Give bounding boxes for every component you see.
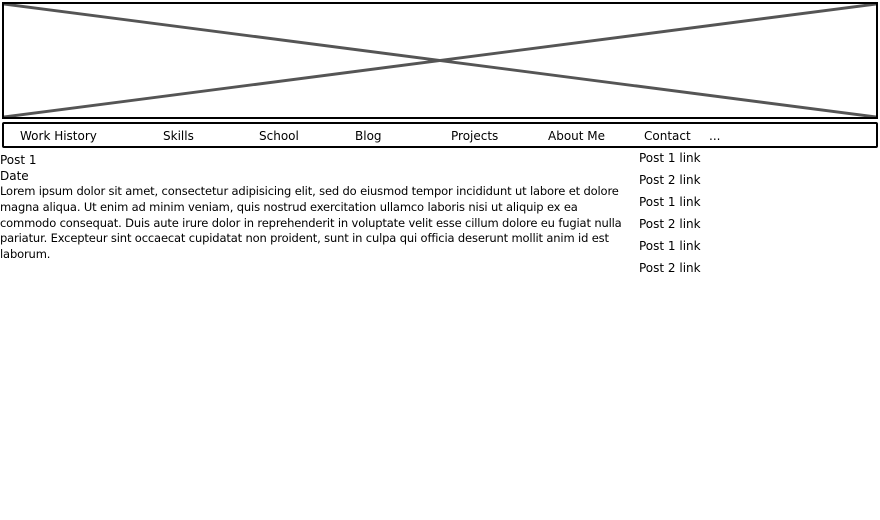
nav-item-about-me[interactable]: About Me: [548, 129, 606, 143]
post-body: Lorem ipsum dolor sit amet, consectetur …: [0, 184, 622, 262]
nav-item-contact[interactable]: Contact: [644, 129, 691, 143]
sidebar-link-post-2[interactable]: Post 2 link: [639, 217, 701, 231]
blog-post: Post 1 Date Lorem ipsum dolor sit amet, …: [0, 152, 636, 263]
post-date: Date: [0, 169, 29, 183]
nav-item-more[interactable]: ...: [709, 129, 721, 143]
main-navigation: Work History Skills School Blog Projects…: [2, 122, 878, 148]
nav-item-skills[interactable]: Skills: [163, 129, 194, 143]
nav-item-school[interactable]: School: [259, 129, 299, 143]
post-title: Post 1: [0, 153, 37, 167]
nav-item-projects[interactable]: Projects: [451, 129, 499, 143]
sidebar-link-post-1[interactable]: Post 1 link: [639, 195, 701, 209]
sidebar-link-post-2[interactable]: Post 2 link: [639, 261, 701, 275]
sidebar-link-post-1[interactable]: Post 1 link: [639, 239, 701, 253]
post-links-sidebar: Post 1 link Post 2 link Post 1 link Post…: [639, 150, 759, 282]
sidebar-link-post-1[interactable]: Post 1 link: [639, 151, 701, 165]
image-placeholder-icon: [4, 4, 876, 117]
nav-item-blog[interactable]: Blog: [355, 129, 382, 143]
nav-item-work-history[interactable]: Work History: [20, 129, 97, 143]
header-banner-image: [2, 2, 878, 119]
sidebar-link-post-2[interactable]: Post 2 link: [639, 173, 701, 187]
